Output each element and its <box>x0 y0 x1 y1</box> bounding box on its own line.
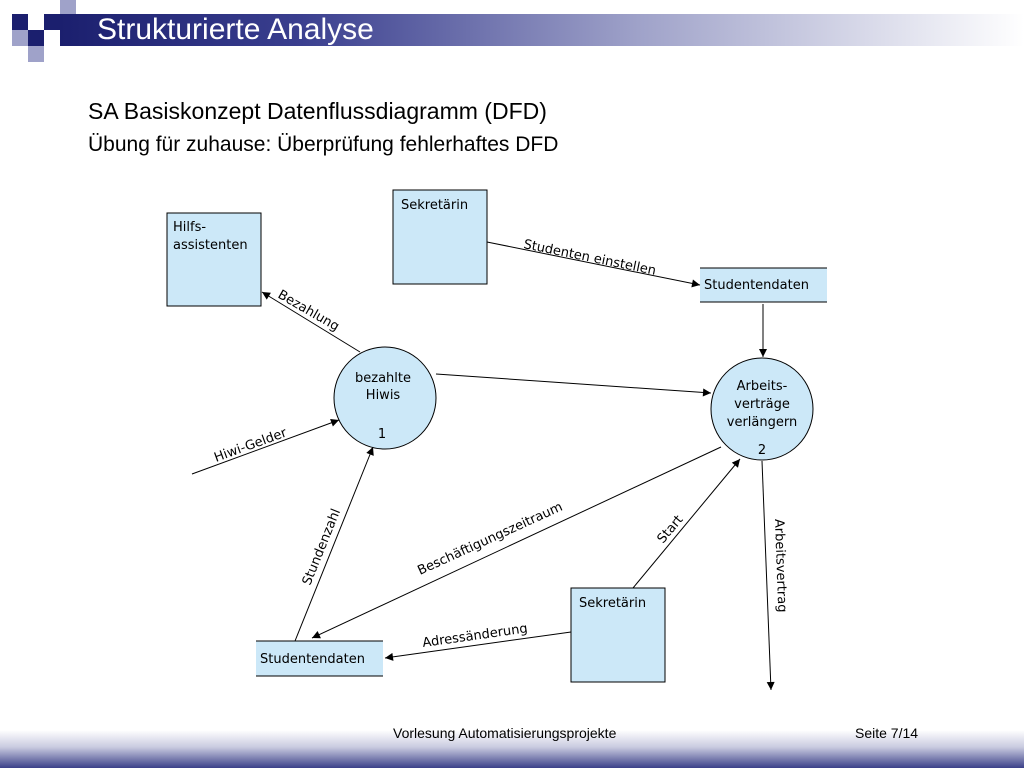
flow-hiwi-gelder-label: Hiwi-Gelder <box>212 425 289 465</box>
flow-bezahlung-arrow <box>261 291 361 353</box>
flow-hiwi-gelder-arrow <box>191 419 340 475</box>
process-1 <box>333 346 437 450</box>
title-bar <box>60 14 1024 46</box>
logo-square-5 <box>60 0 76 14</box>
logo-square-3 <box>28 30 44 46</box>
slide-title: Strukturierte Analyse <box>97 13 374 46</box>
flow-beschaeftigungszeitraum-label: Beschäftigungszeitraum <box>415 500 565 579</box>
process-1-label-2: Hiwis <box>366 388 401 403</box>
logo-square-6 <box>28 46 44 62</box>
store-studentendaten-bottom-label: Studentendaten <box>260 652 365 667</box>
flow-bezahlung-label: Bezahlung <box>275 287 342 334</box>
process-2-label-1: Arbeits- <box>737 379 788 394</box>
process-2-label-2: verträge <box>734 397 790 412</box>
terminator-sekretaerin-top <box>392 189 488 285</box>
subheading: Übung für zuhause: Überprüfung fehlerhaf… <box>88 133 559 156</box>
flow-stundenzahl-arrow <box>294 446 374 642</box>
footer-bar <box>0 730 1024 768</box>
flow-start-arrow <box>632 458 741 589</box>
store-studentendaten-top <box>700 268 827 302</box>
flow-adressaenderung-arrow <box>384 631 572 661</box>
store-studentendaten-bottom <box>256 641 383 676</box>
terminator-sekretaerin-bottom <box>570 587 666 683</box>
process-2-number: 2 <box>758 443 766 458</box>
terminator-hilfsassistenten <box>166 212 262 307</box>
process-1-number: 1 <box>378 427 386 442</box>
process-2 <box>710 357 814 461</box>
flow-studenten-einstellen-arrow <box>486 241 701 288</box>
logo-square-4 <box>12 30 28 46</box>
flow-arbeitsvertrag-arrow <box>761 460 775 691</box>
flow-studenten-einstellen-label: Studenten einstellen <box>522 237 657 279</box>
footer-page-number: Seite 7/14 <box>855 725 919 741</box>
logo-square-2 <box>44 14 60 30</box>
store-studentendaten-top-label: Studentendaten <box>704 278 809 293</box>
flow-arbeitsvertrag-label: Arbeitsvertrag <box>771 519 789 613</box>
terminator-hilfsassistenten-label-1: Hilfs- <box>173 220 206 235</box>
terminator-sekretaerin-top-label: Sekretärin <box>401 198 468 213</box>
flow-beschaeftigungszeitraum-arrow <box>311 446 722 639</box>
flow-adressaenderung-label: Adressänderung <box>421 621 528 651</box>
heading: SA Basiskonzept Datenflussdiagramm (DFD) <box>88 98 547 124</box>
terminator-sekretaerin-bottom-label: Sekretärin <box>579 596 646 611</box>
logo-square-1 <box>12 14 28 30</box>
flow-stundenzahl-label: Stundenzahl <box>300 507 344 588</box>
footer-lecture: Vorlesung Automatisierungsprojekte <box>393 725 617 741</box>
process-1-label-1: bezahlte <box>355 371 411 386</box>
process-2-label-3: verlängern <box>727 415 797 430</box>
terminator-hilfsassistenten-label-2: assistenten <box>173 238 248 253</box>
flow-p1-to-p2-arrow <box>435 373 712 397</box>
